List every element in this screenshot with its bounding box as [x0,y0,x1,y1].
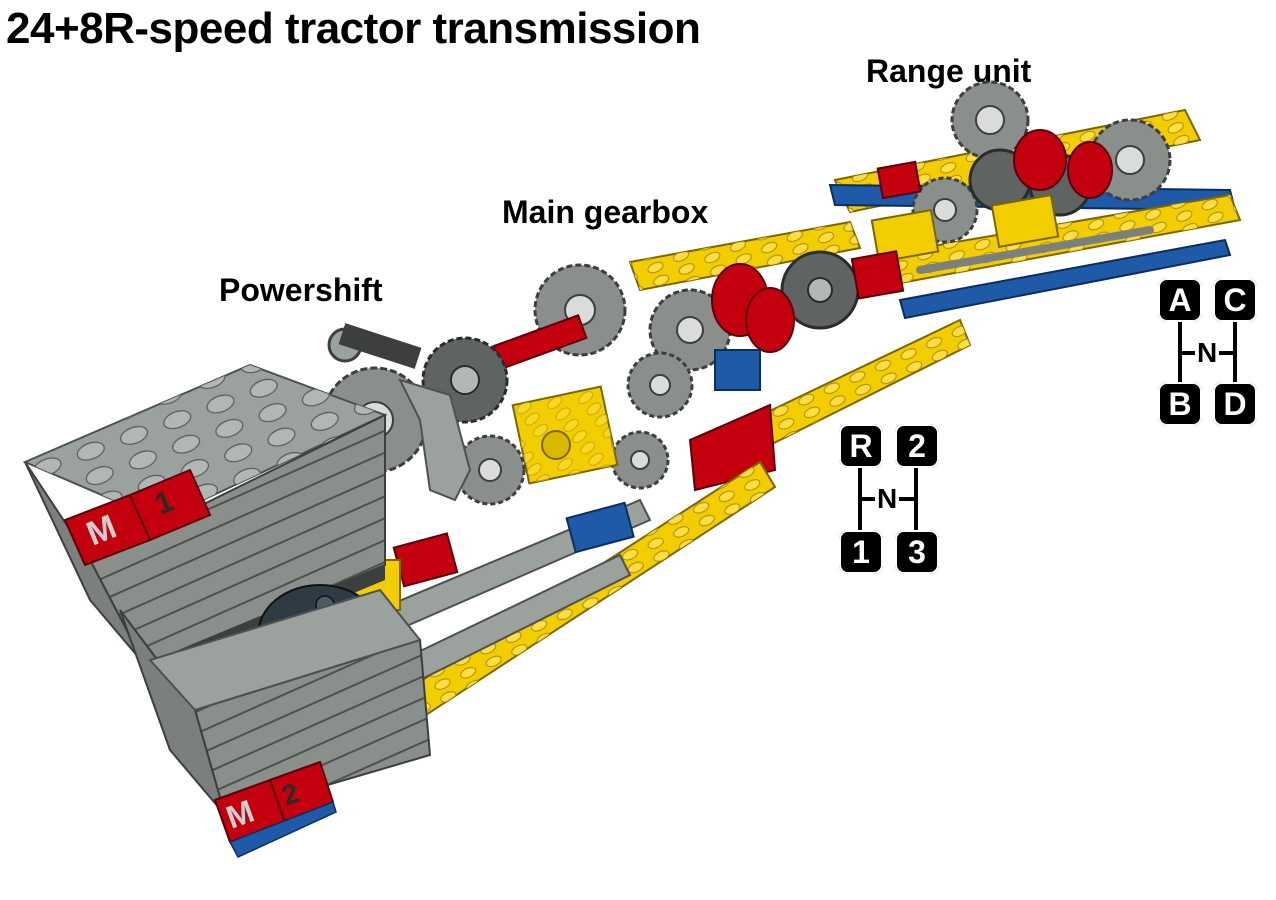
range-red-block [876,160,922,200]
main-red-block [850,250,905,300]
range-yellow-brick-2 [990,193,1060,249]
main-shift-key-2: 2 [895,424,939,468]
main-frame-top-beam-studs [630,222,860,290]
range-frame-blue-rail [898,238,1232,320]
motor-m1-top-studs [25,365,385,520]
main-brick-hole [541,430,571,460]
main-shift-key-1: 1 [839,530,883,574]
motor-m1-number-tile [128,468,212,542]
powershift-gray-liftarm [398,378,472,502]
main-shift-key-r: R [839,424,883,468]
range-clutch-red-2 [1067,141,1113,199]
range-gear-1 [950,80,1030,160]
range-shift-key-a: A [1158,278,1202,322]
main-blue-block [714,349,761,391]
main-shift-key-3: 3 [895,530,939,574]
main-clutch-red-2 [745,287,795,353]
label-main-gearbox: Main gearbox [502,194,709,230]
range-shift-key-c: C [1213,278,1257,322]
base-frame [328,460,777,760]
range-shift-key-d: D [1213,382,1257,426]
main-gear-5 [610,430,670,490]
range-unit-assembly [828,80,1242,320]
range-axle [916,226,1154,274]
main-shift-neutral: N [875,483,900,514]
label-powershift: Powershift [219,272,383,308]
motor-m2-blue-base [228,801,337,858]
base-blue-plate [565,501,635,554]
main-gear-3 [626,351,694,419]
range-shift-key-b: B [1158,382,1202,426]
page-title: 24+8R-speed tractor transmission [6,4,701,53]
powershift-dark-axle [338,323,422,369]
base-red-connector [392,532,459,588]
motor-m2-top [148,588,422,712]
range-shift-neutral: N [1195,337,1220,368]
motor-m2 [119,588,432,858]
range-clutch-red-1 [1013,129,1067,191]
range-yellow-brick-1 [870,208,940,264]
main-frame-lower-beam-studs [730,320,970,460]
